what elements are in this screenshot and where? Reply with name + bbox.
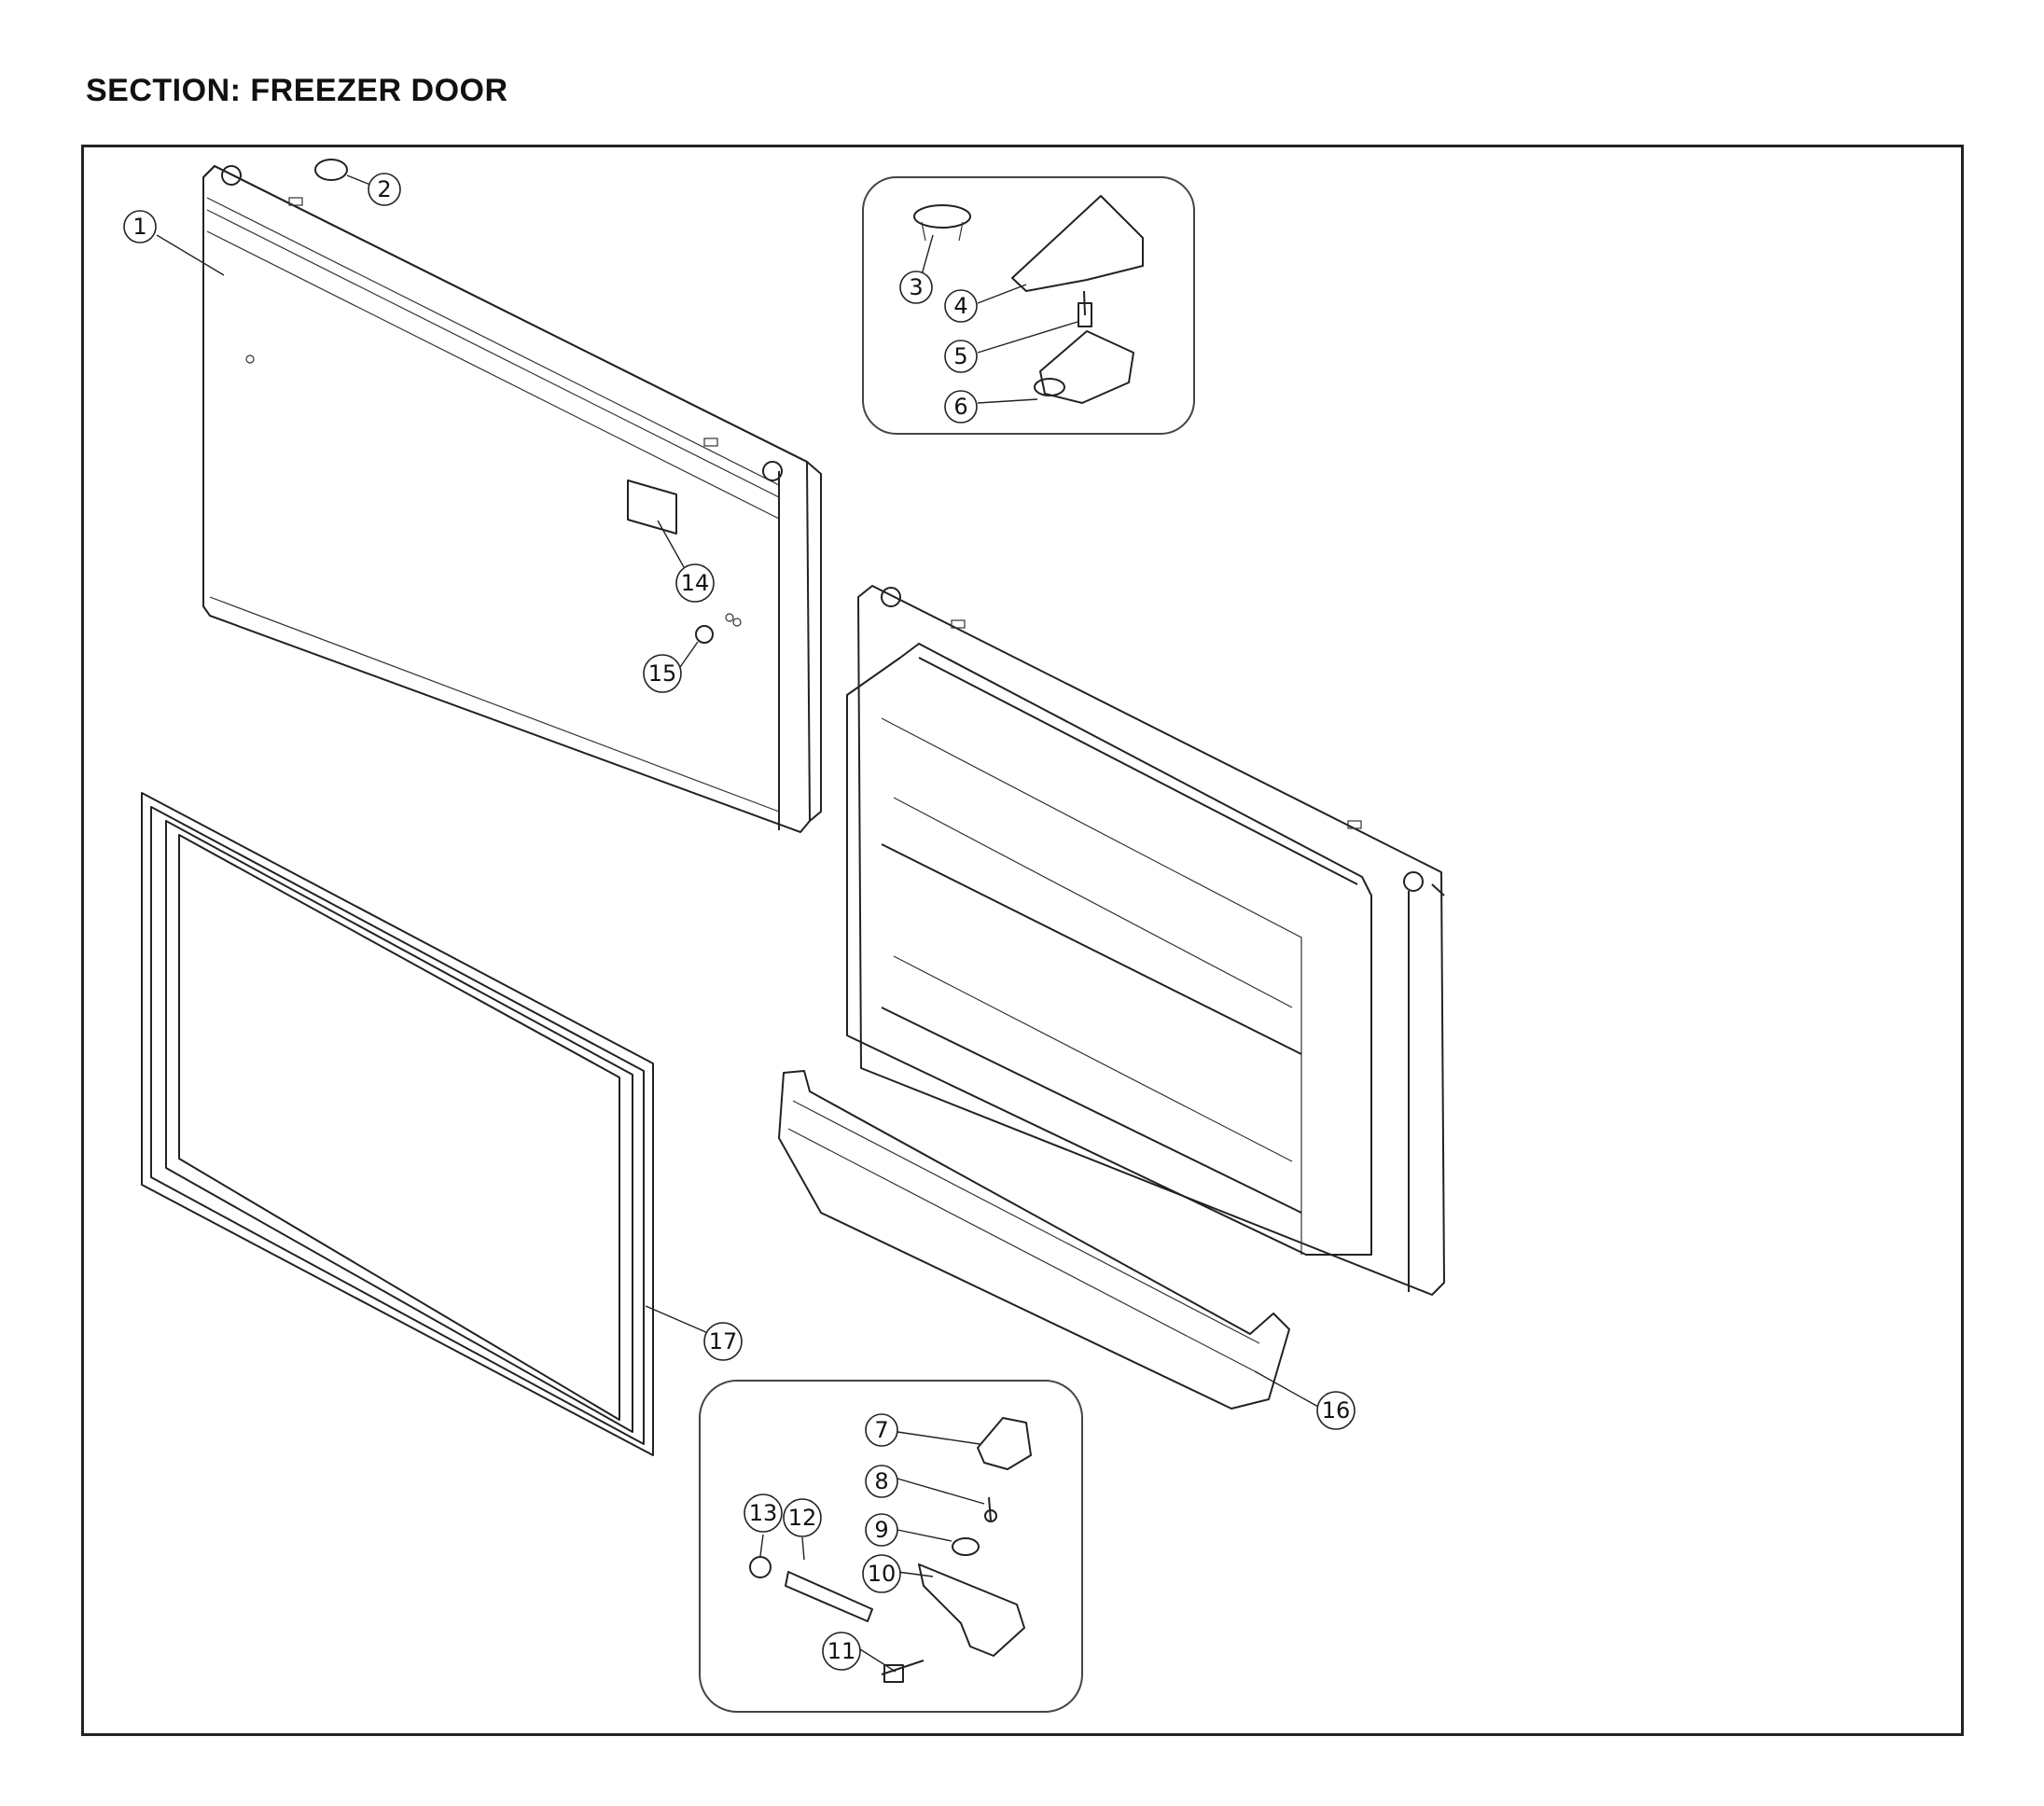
diagram-frame bbox=[81, 145, 1964, 1736]
callout-1: 1 bbox=[123, 210, 157, 243]
inner-door-liner bbox=[846, 585, 1445, 1296]
svg-text:17: 17 bbox=[709, 1328, 738, 1354]
svg-text:12: 12 bbox=[788, 1505, 817, 1531]
svg-text:7: 7 bbox=[874, 1417, 888, 1443]
door-gasket bbox=[141, 792, 654, 1456]
lower-hinge-parts bbox=[749, 1417, 1032, 1683]
svg-text:1: 1 bbox=[132, 214, 146, 240]
svg-text:14: 14 bbox=[681, 570, 710, 596]
svg-text:9: 9 bbox=[874, 1517, 888, 1543]
section-title: SECTION: FREEZER DOOR bbox=[86, 73, 508, 108]
callout-8: 8 bbox=[865, 1465, 898, 1498]
leader-lines bbox=[156, 174, 1319, 1673]
svg-text:15: 15 bbox=[648, 660, 677, 687]
callout-4: 4 bbox=[944, 289, 978, 323]
svg-text:10: 10 bbox=[868, 1561, 897, 1587]
upper-hinge-inset bbox=[862, 176, 1195, 435]
callout-11: 11 bbox=[822, 1632, 861, 1671]
callout-9: 9 bbox=[865, 1513, 898, 1547]
callout-16: 16 bbox=[1316, 1391, 1356, 1430]
callout-14: 14 bbox=[675, 563, 715, 603]
callout-17: 17 bbox=[703, 1322, 743, 1361]
svg-text:4: 4 bbox=[953, 293, 967, 319]
callout-10: 10 bbox=[862, 1554, 901, 1593]
lower-hinge-inset bbox=[699, 1380, 1083, 1713]
svg-text:5: 5 bbox=[953, 343, 967, 369]
outer-door-panel bbox=[202, 165, 822, 833]
callout-3: 3 bbox=[899, 271, 933, 304]
callout-5: 5 bbox=[944, 340, 978, 373]
callout-6: 6 bbox=[944, 390, 978, 424]
upper-hinge-parts bbox=[913, 195, 1144, 404]
svg-text:13: 13 bbox=[749, 1500, 778, 1526]
svg-text:6: 6 bbox=[953, 394, 967, 420]
callout-12: 12 bbox=[783, 1498, 822, 1537]
callout-13: 13 bbox=[744, 1493, 783, 1533]
svg-text:3: 3 bbox=[909, 274, 923, 300]
svg-text:11: 11 bbox=[827, 1638, 856, 1664]
door-bin bbox=[778, 1070, 1290, 1410]
svg-text:16: 16 bbox=[1322, 1397, 1351, 1424]
svg-text:8: 8 bbox=[874, 1468, 888, 1494]
callout-7: 7 bbox=[865, 1413, 898, 1447]
callout-15: 15 bbox=[643, 654, 682, 693]
callout-2: 2 bbox=[368, 173, 401, 206]
svg-text:2: 2 bbox=[377, 176, 391, 202]
door-plug bbox=[314, 159, 348, 181]
